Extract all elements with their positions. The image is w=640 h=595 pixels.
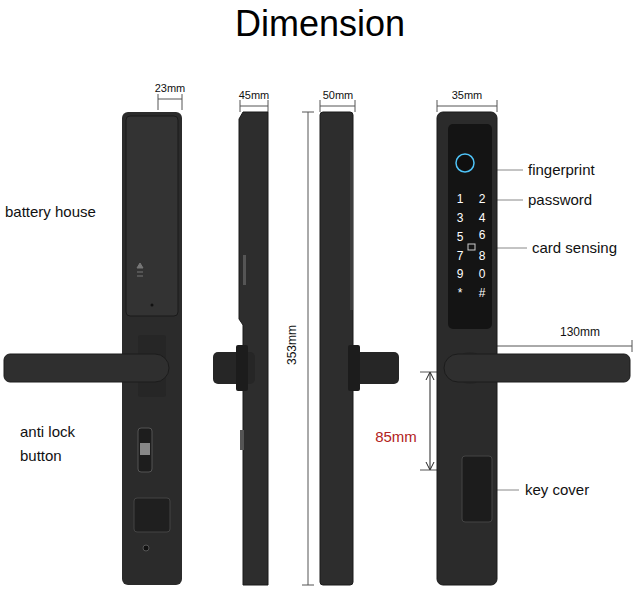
dimension-tick (497, 100, 498, 112)
switch-knob (140, 443, 150, 455)
keypad-key: # (479, 287, 486, 300)
lock-body (122, 112, 182, 585)
card-icon (468, 244, 475, 250)
keypad-key: 9 (457, 268, 464, 281)
dimension-tick (240, 100, 241, 112)
dimension-tick (302, 585, 314, 586)
keypad-key: 3 (457, 212, 464, 225)
keypad-key: 6 (479, 229, 486, 242)
dimension-line (308, 112, 309, 585)
dimension-line (437, 106, 497, 107)
dimension-line (240, 106, 268, 107)
dimension-tick (268, 100, 269, 112)
switch (240, 430, 244, 450)
label: 45mm (239, 89, 270, 101)
rosette (348, 345, 360, 391)
dimension-arrow (426, 372, 434, 470)
label: fingerprint (528, 162, 595, 179)
hole (151, 304, 154, 307)
dimension-lines (158, 94, 632, 585)
grip (243, 255, 246, 285)
label: 85mm (375, 429, 417, 446)
label: 130mm (560, 326, 600, 339)
battery-cover (126, 116, 178, 316)
handle-stub (213, 352, 255, 384)
dimension-line (320, 106, 355, 107)
dimension-tick (632, 340, 633, 352)
side-view (213, 112, 268, 585)
label: anti lock button (20, 420, 100, 468)
dimension-line (158, 99, 182, 100)
keypad-key: 2 (479, 193, 486, 206)
keypad-key: 0 (479, 268, 486, 281)
keypad-key: 8 (479, 250, 486, 263)
label: password (528, 192, 592, 209)
label: card sensing (532, 240, 617, 257)
dimension-tick (320, 100, 321, 112)
label: key cover (525, 482, 589, 499)
keypad-key: 1 (457, 193, 464, 206)
dimension-tick (182, 94, 183, 110)
keypad-edge (350, 150, 353, 310)
keypad-key: 7 (457, 250, 464, 263)
anti-lock-switch (138, 428, 152, 472)
cylinder (134, 498, 170, 532)
front-view (437, 112, 630, 585)
title: Dimension (0, 0, 640, 48)
label: 23mm (155, 82, 186, 94)
dimension-tick (158, 94, 159, 110)
keypad-key: 5 (457, 231, 464, 244)
label: 50mm (323, 89, 354, 101)
label: battery house (5, 204, 96, 221)
handle (4, 354, 169, 382)
lock-body (437, 112, 497, 585)
dimension-tick (355, 100, 356, 112)
dimension-tick (302, 112, 314, 113)
keypad-key: 4 (479, 212, 486, 225)
dimension-tick (437, 100, 438, 112)
dimension-line (430, 372, 431, 470)
screw-hole (143, 545, 149, 551)
slide-mark (137, 263, 143, 276)
side-view (320, 112, 399, 585)
glass-panel (448, 124, 492, 329)
rosette (236, 345, 248, 391)
keypad-key: * (458, 287, 463, 300)
back-view (4, 112, 182, 585)
label: 353mm (286, 325, 299, 365)
fingerprint-sensor (456, 154, 474, 172)
label: 35mm (452, 89, 483, 101)
key-cover (462, 456, 492, 522)
handle (444, 354, 630, 382)
